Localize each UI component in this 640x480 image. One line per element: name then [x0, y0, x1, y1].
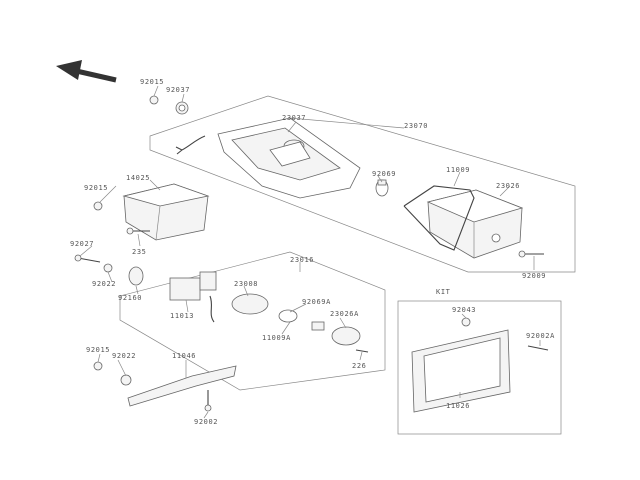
light-housing [175, 117, 361, 199]
screw-235 [126, 227, 150, 235]
label-11026: 11026 [446, 402, 470, 410]
label-92002: 92002 [194, 418, 218, 426]
label-23026: 23026 [496, 182, 520, 190]
bracket [93, 361, 237, 412]
label-92043: 92043 [452, 306, 476, 314]
label-23070: 23070 [404, 122, 428, 130]
kit-frame [397, 300, 562, 435]
leader-lines [79, 85, 541, 419]
label-14025: 14025 [126, 174, 150, 182]
label-92069: 92069 [372, 170, 396, 178]
label-11046: 11046 [172, 352, 196, 360]
label-235: 235 [132, 248, 146, 256]
group-frame-middle [119, 251, 386, 391]
label-92009: 92009 [522, 272, 546, 280]
grommet-92037 [175, 101, 189, 115]
label-11009a: 11009A [262, 334, 291, 342]
nut-92015-left [93, 201, 103, 211]
label-11013: 11013 [170, 312, 194, 320]
lens-right [426, 189, 524, 259]
label-92015-left: 92015 [84, 184, 108, 192]
socket-assembly [169, 271, 369, 353]
plate-bracket [411, 317, 549, 413]
label-92015-bottom: 92015 [86, 346, 110, 354]
label-92015-top: 92015 [140, 78, 164, 86]
label-226: 226 [352, 362, 366, 370]
label-kit: KIT [436, 288, 451, 296]
grommet-92160 [128, 266, 144, 286]
nut-92015-top [149, 95, 159, 105]
label-92022-bottom: 92022 [112, 352, 136, 360]
group-frame-upper [149, 95, 576, 273]
gasket [403, 185, 475, 251]
label-92022: 92022 [92, 280, 116, 288]
label-92037: 92037 [166, 86, 190, 94]
lens-left [122, 183, 210, 241]
part-labels: 92015 92037 23037 23070 14025 92015 9206… [70, 78, 555, 426]
label-23037: 23037 [282, 114, 306, 122]
screw-92009 [518, 250, 544, 258]
direction-arrow-icon [56, 60, 117, 83]
screw-92027 [74, 254, 101, 263]
label-92069a: 92069A [302, 298, 331, 306]
washer-92022 [103, 263, 113, 273]
label-92002a: 92002A [526, 332, 555, 340]
bulb [375, 179, 389, 197]
label-23016: 23016 [290, 256, 314, 264]
label-23026a: 23026A [330, 310, 359, 318]
label-92160: 92160 [118, 294, 142, 302]
label-23008: 23008 [234, 280, 258, 288]
label-92027: 92027 [70, 240, 94, 248]
label-11009: 11009 [446, 166, 470, 174]
